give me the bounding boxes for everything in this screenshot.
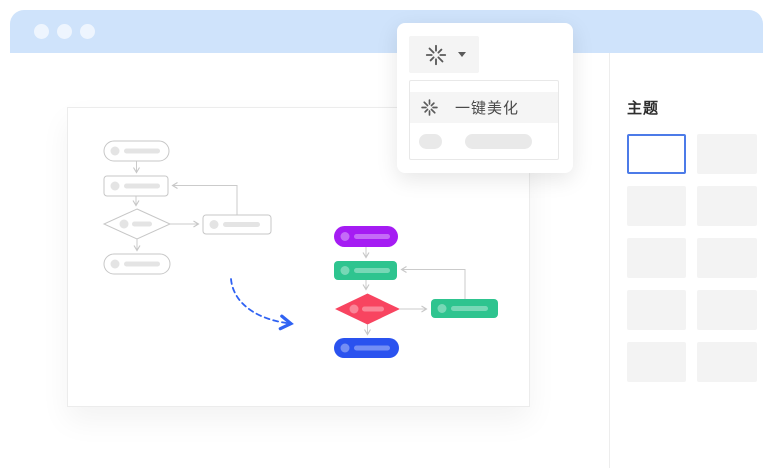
theme-swatch-7[interactable] bbox=[627, 290, 686, 330]
beautify-menu: 一键美化 bbox=[409, 80, 559, 160]
canvas-drawing bbox=[102, 140, 498, 358]
window-dot-icon bbox=[34, 24, 49, 39]
beautify-popover: 一键美化 bbox=[397, 23, 573, 173]
theme-swatch-6[interactable] bbox=[697, 238, 757, 278]
theme-swatch-9[interactable] bbox=[627, 342, 686, 382]
theme-swatch-4[interactable] bbox=[697, 186, 757, 226]
menu-placeholder-icon bbox=[419, 134, 442, 149]
window-dot-icon bbox=[57, 24, 72, 39]
theme-swatch-1[interactable] bbox=[627, 134, 686, 174]
window-dot-icon bbox=[80, 24, 95, 39]
theme-panel-title: 主题 bbox=[627, 100, 660, 117]
menu-placeholder-row bbox=[410, 134, 558, 150]
theme-grid bbox=[627, 134, 758, 382]
menu-placeholder-text bbox=[465, 134, 532, 149]
menu-item-label: 一键美化 bbox=[455, 100, 520, 117]
menu-item-beautify[interactable]: 一键美化 bbox=[410, 92, 558, 123]
node-terminator-start-colored[interactable] bbox=[334, 226, 398, 247]
caret-down-icon[interactable] bbox=[457, 52, 466, 57]
beautify-sparkle-icon bbox=[425, 44, 446, 65]
theme-panel: 主题 bbox=[627, 97, 758, 382]
theme-swatch-2[interactable] bbox=[697, 134, 757, 174]
theme-swatch-10[interactable] bbox=[697, 342, 757, 382]
before-flowchart[interactable] bbox=[102, 140, 272, 275]
theme-swatch-8[interactable] bbox=[697, 290, 757, 330]
node-process-colored[interactable] bbox=[334, 261, 397, 280]
node-process-right-colored[interactable] bbox=[431, 299, 498, 318]
after-flowchart[interactable] bbox=[334, 226, 498, 358]
beautify-sparkle-icon bbox=[421, 99, 438, 116]
node-terminator-end-colored[interactable] bbox=[334, 338, 399, 358]
beautify-toolbar-button[interactable] bbox=[409, 36, 479, 73]
node-decision-colored[interactable] bbox=[335, 293, 400, 325]
theme-swatch-3[interactable] bbox=[627, 186, 686, 226]
browser-titlebar bbox=[10, 10, 763, 53]
theme-swatch-5[interactable] bbox=[627, 238, 686, 278]
sidebar-divider bbox=[609, 53, 610, 468]
beautify-transition-arrow bbox=[230, 278, 294, 331]
